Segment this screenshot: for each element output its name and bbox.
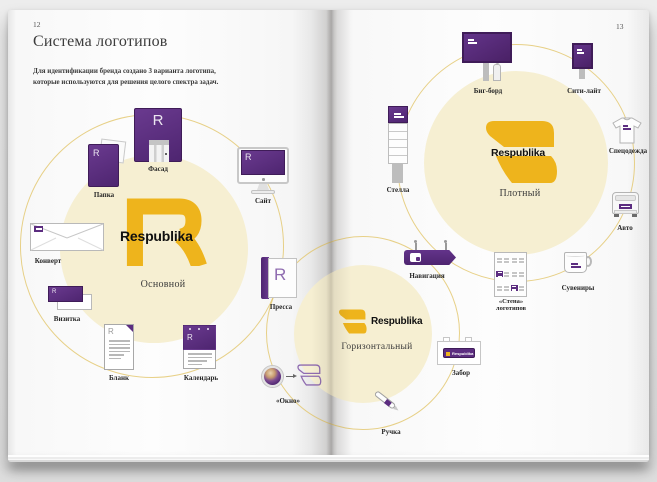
stella-label: Стелла <box>386 186 410 194</box>
business-card-label: Визитка <box>53 315 81 323</box>
arrow-line-icon <box>286 376 294 377</box>
facade-icon: R <box>134 108 182 162</box>
letterhead-icon: R <box>104 324 134 370</box>
dense-variant-label: Плотный <box>499 188 541 199</box>
main-logo-wordmark: Respublika <box>120 228 193 244</box>
website-label: Сайт <box>254 197 272 205</box>
circle-horizontal <box>294 265 432 403</box>
logo-wall-label-line2: логотипов <box>495 305 527 312</box>
intro-text: Для идентификации бренда создано 3 вариа… <box>33 67 219 86</box>
main-variant-label: Основной <box>140 279 186 290</box>
dense-logo-wordmark: Respublika <box>491 147 546 159</box>
page-number-right: 13 <box>616 22 624 31</box>
book-bottom-edge <box>8 455 649 462</box>
van-label: Авто <box>617 224 633 232</box>
tshirt-label: Спецодежда <box>608 147 648 155</box>
navigation-label: Навигация <box>409 272 445 280</box>
horizontal-logo-mark-icon <box>339 309 367 334</box>
window-label: «Окно» <box>275 397 300 405</box>
pen-label: Ручка <box>381 428 401 436</box>
fence-label: Забор <box>452 369 470 377</box>
folder-label: Папка <box>93 191 115 199</box>
letterhead-label: Бланк <box>108 374 130 382</box>
dense-logo-icon <box>486 121 557 183</box>
arrow-head-icon <box>293 374 297 378</box>
billboard-label: Биг-борд <box>473 87 503 95</box>
mug-label: Сувениры <box>561 284 595 292</box>
logo-wall-icon <box>494 252 527 297</box>
citylight-label: Сити-лайт <box>567 87 601 95</box>
envelope-label: Конверт <box>34 257 62 265</box>
calendar-icon: R <box>183 325 216 369</box>
press-label: Пресса <box>269 303 293 311</box>
horizontal-logo-wordmark: Respublika <box>371 316 423 327</box>
window-r-outline-icon <box>297 364 322 386</box>
main-logo-r-icon <box>126 198 207 266</box>
page-title: Система логотипов <box>33 33 168 50</box>
page-number-left: 12 <box>33 20 41 29</box>
horizontal-variant-label: Горизонтальный <box>341 342 413 352</box>
calendar-label: Календарь <box>183 374 219 382</box>
logo-wall-label-line1: «Стена» <box>498 298 524 305</box>
facade-label: Фасад <box>148 165 168 173</box>
orbit-ring-horizontal <box>266 236 460 430</box>
